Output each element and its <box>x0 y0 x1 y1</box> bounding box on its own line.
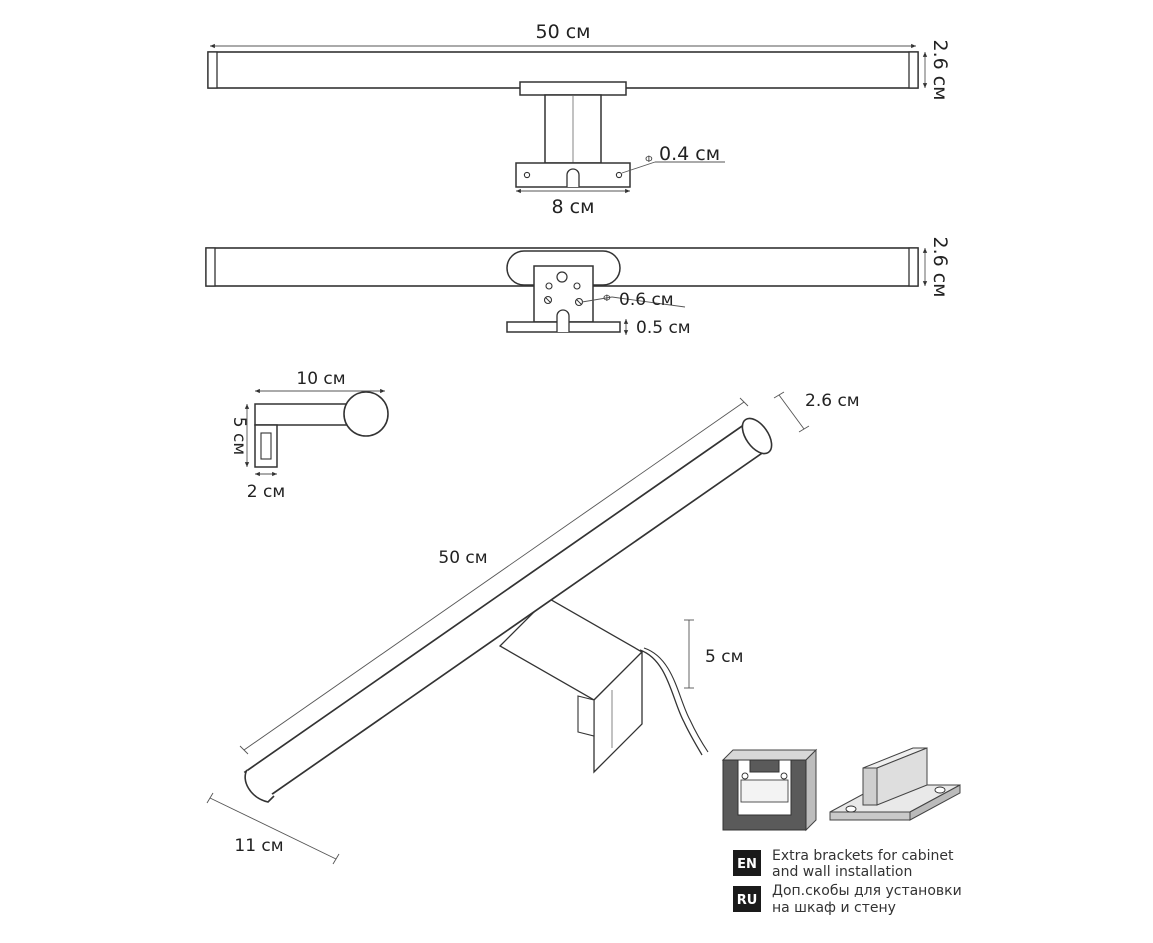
front-hole-symbol: Ф <box>603 294 611 304</box>
persp-offset-dimension-line <box>209 797 337 860</box>
side-height-label: 5 см <box>229 417 249 455</box>
en-badge-text: EN <box>737 857 757 872</box>
front-bracket <box>506 250 621 333</box>
top-hole-leader <box>621 161 656 174</box>
top-hole-symbol: Ф <box>645 155 653 165</box>
top-bracket <box>515 81 631 188</box>
perspective-light-bar <box>243 417 773 803</box>
persp-diameter-dimension-line <box>778 394 805 430</box>
top-height-label: 2.6 см <box>929 39 951 100</box>
top-view: 50 см 2.6 см Ф 0.4 см 8 см <box>207 21 951 218</box>
ru-badge-text: RU <box>737 893 758 908</box>
perspective-view: 2.6 см 50 см 5 см 11 см <box>206 391 860 865</box>
side-profile <box>254 391 389 468</box>
perspective-bracket <box>498 597 709 774</box>
ru-line2: на шкаф и стену <box>772 900 896 916</box>
front-thickness-label: 0.5 см <box>636 318 691 338</box>
front-hole-label: 0.6 см <box>619 290 674 310</box>
top-mount-label: 8 см <box>552 196 595 218</box>
persp-offset-label: 11 см <box>234 836 283 856</box>
en-line1: Extra brackets for cabinet <box>772 848 954 864</box>
top-length-label: 50 см <box>536 21 591 43</box>
front-height-label: 2.6 см <box>929 236 951 297</box>
extra-bracket-cabinet <box>721 748 818 832</box>
front-view: 2.6 см Ф 0.6 см 0.5 см <box>205 236 951 338</box>
extra-bracket-wall <box>829 747 961 821</box>
side-depth-label: 10 см <box>296 369 345 389</box>
side-view: 10 см 5 см 2 см <box>229 369 389 502</box>
en-badge <box>733 850 761 876</box>
legend: EN Extra brackets for cabinet and wall i… <box>733 848 962 916</box>
ru-line1: Доп.скобы для установки <box>772 883 962 899</box>
persp-length-label: 50 см <box>438 548 487 568</box>
side-base-label: 2 см <box>247 482 285 502</box>
front-hole-leader <box>581 296 613 303</box>
persp-length-dimension-line <box>243 401 745 751</box>
persp-diameter-label: 2.6 см <box>805 391 860 411</box>
persp-bracket-label: 5 см <box>705 647 743 667</box>
top-hole-label: 0.4 см <box>659 143 720 165</box>
en-line2: and wall installation <box>772 864 912 880</box>
ru-badge <box>733 886 761 912</box>
